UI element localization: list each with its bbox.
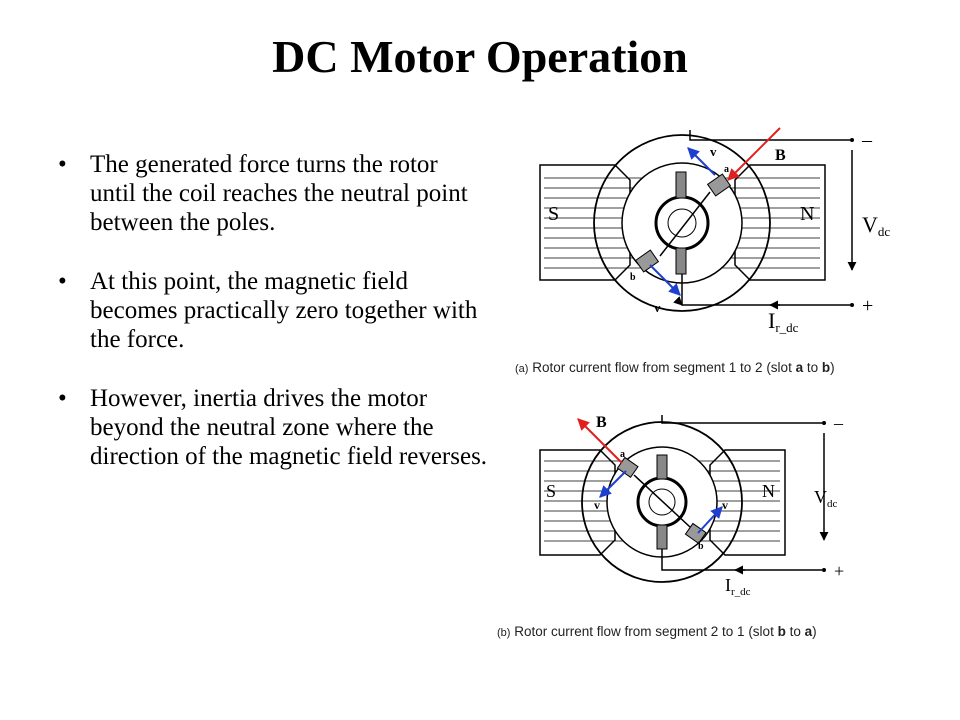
motor-diagram-b: B v v a b S N – + Vdc Ir_dc bbox=[539, 413, 844, 598]
bullet-item: • The generated force turns the rotor unt… bbox=[58, 150, 488, 237]
label-b: b bbox=[698, 541, 704, 552]
brush bbox=[656, 524, 668, 550]
label-N: N bbox=[800, 203, 814, 225]
label-S: S bbox=[548, 203, 559, 225]
brush bbox=[675, 171, 687, 199]
bullet-dot: • bbox=[58, 151, 67, 178]
label-v: v bbox=[594, 498, 600, 512]
label-V: Vdc bbox=[862, 212, 890, 239]
coil-slot-a bbox=[706, 173, 732, 197]
label-I: Ir_dc bbox=[768, 308, 799, 335]
b-field-arrow bbox=[727, 127, 781, 181]
coil-slot-b bbox=[684, 522, 707, 545]
motor-diagram-a: B v v a b S N – + Vdc Ir_dc bbox=[539, 127, 890, 335]
stator-ring bbox=[593, 134, 771, 312]
caption-b: (b) Rotor current flow from segment 2 to… bbox=[497, 624, 817, 639]
label-I: Ir_dc bbox=[725, 575, 751, 598]
bullet-item: • However, inertia drives the motor beyo… bbox=[58, 384, 488, 471]
label-a: a bbox=[724, 164, 729, 175]
velocity-arrow bbox=[687, 147, 716, 176]
bullet-dot: • bbox=[58, 385, 67, 412]
velocity-arrow bbox=[649, 264, 681, 296]
bullet-text: The generated force turns the rotor unti… bbox=[90, 151, 468, 236]
label-a: a bbox=[620, 449, 625, 460]
label-N: N bbox=[762, 481, 775, 501]
label-B: B bbox=[775, 147, 786, 164]
label-plus: + bbox=[834, 561, 844, 581]
label-v: v bbox=[722, 498, 728, 512]
label-minus: – bbox=[861, 129, 873, 151]
circuit-wire bbox=[673, 274, 850, 306]
label-b: b bbox=[630, 272, 636, 283]
bullet-list: • The generated force turns the rotor unt… bbox=[58, 150, 488, 501]
brush bbox=[675, 247, 687, 275]
brush bbox=[656, 454, 668, 480]
label-minus: – bbox=[833, 413, 844, 433]
bullet-dot: • bbox=[58, 268, 67, 295]
velocity-arrow bbox=[599, 470, 627, 498]
label-v: v bbox=[710, 144, 717, 159]
circuit-wire bbox=[661, 549, 822, 571]
label-S: S bbox=[546, 481, 556, 501]
north-pole bbox=[709, 449, 786, 556]
circuit-wire bbox=[661, 415, 822, 424]
label-B: B bbox=[596, 414, 607, 431]
b-field-arrow bbox=[577, 418, 623, 464]
bullet-item: • At this point, the magnetic field becom… bbox=[58, 267, 488, 354]
caption-a: (a) Rotor current flow from segment 1 to… bbox=[515, 360, 835, 375]
bullet-text: At this point, the magnetic field become… bbox=[90, 268, 478, 353]
bullet-text: However, inertia drives the motor beyond… bbox=[90, 385, 488, 470]
label-V: Vdc bbox=[814, 487, 838, 510]
velocity-arrow bbox=[697, 506, 723, 534]
label-v: v bbox=[654, 300, 661, 315]
circuit-wire bbox=[689, 130, 850, 141]
slide-title: DC Motor Operation bbox=[272, 31, 688, 82]
south-pole bbox=[539, 449, 616, 556]
north-pole bbox=[734, 164, 826, 281]
label-plus: + bbox=[862, 295, 873, 317]
